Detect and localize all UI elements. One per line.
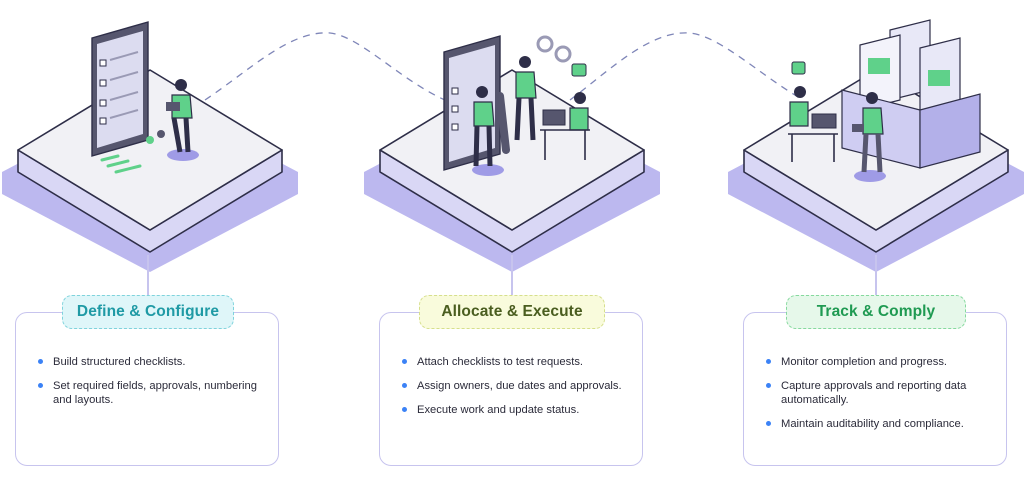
stage2-connector — [511, 255, 513, 297]
stage1-bullet-list: Build structured checklists. Set require… — [38, 355, 264, 417]
stage1-bullet: Set required fields, approvals, numberin… — [38, 379, 264, 407]
stage1-card: Build structured checklists. Set require… — [15, 312, 279, 466]
stage1-title: Define & Configure — [62, 295, 234, 329]
stage2-title: Allocate & Execute — [419, 295, 605, 329]
stage2-card: Attach checklists to test requests. Assi… — [379, 312, 643, 466]
team-collaboration-icon — [443, 35, 590, 176]
filing-cabinet-documents-icon — [788, 19, 981, 182]
stage2-bullet: Execute work and update status. — [402, 403, 628, 417]
stage2-platform — [363, 69, 661, 273]
stage3-bullet: Monitor completion and progress. — [766, 355, 992, 369]
stage3-bullet: Maintain auditability and compliance. — [766, 417, 992, 431]
stage3-title: Track & Comply — [786, 295, 966, 329]
stage2-bullet: Assign owners, due dates and approvals. — [402, 379, 628, 393]
stage3-card: Monitor completion and progress. Capture… — [743, 312, 1007, 466]
stage1-bullet: Build structured checklists. — [38, 355, 264, 369]
stage3-bullet-list: Monitor completion and progress. Capture… — [766, 355, 992, 441]
checklist-clipboard-person-icon — [91, 21, 199, 174]
stage1-platform — [1, 69, 299, 273]
connector-path — [204, 32, 446, 101]
stage1-connector — [147, 255, 149, 297]
stage2-bullet-list: Attach checklists to test requests. Assi… — [402, 355, 628, 427]
stage3-bullet: Capture approvals and reporting data aut… — [766, 379, 992, 407]
stage2-bullet: Attach checklists to test requests. — [402, 355, 628, 369]
stage3-connector — [875, 255, 877, 297]
